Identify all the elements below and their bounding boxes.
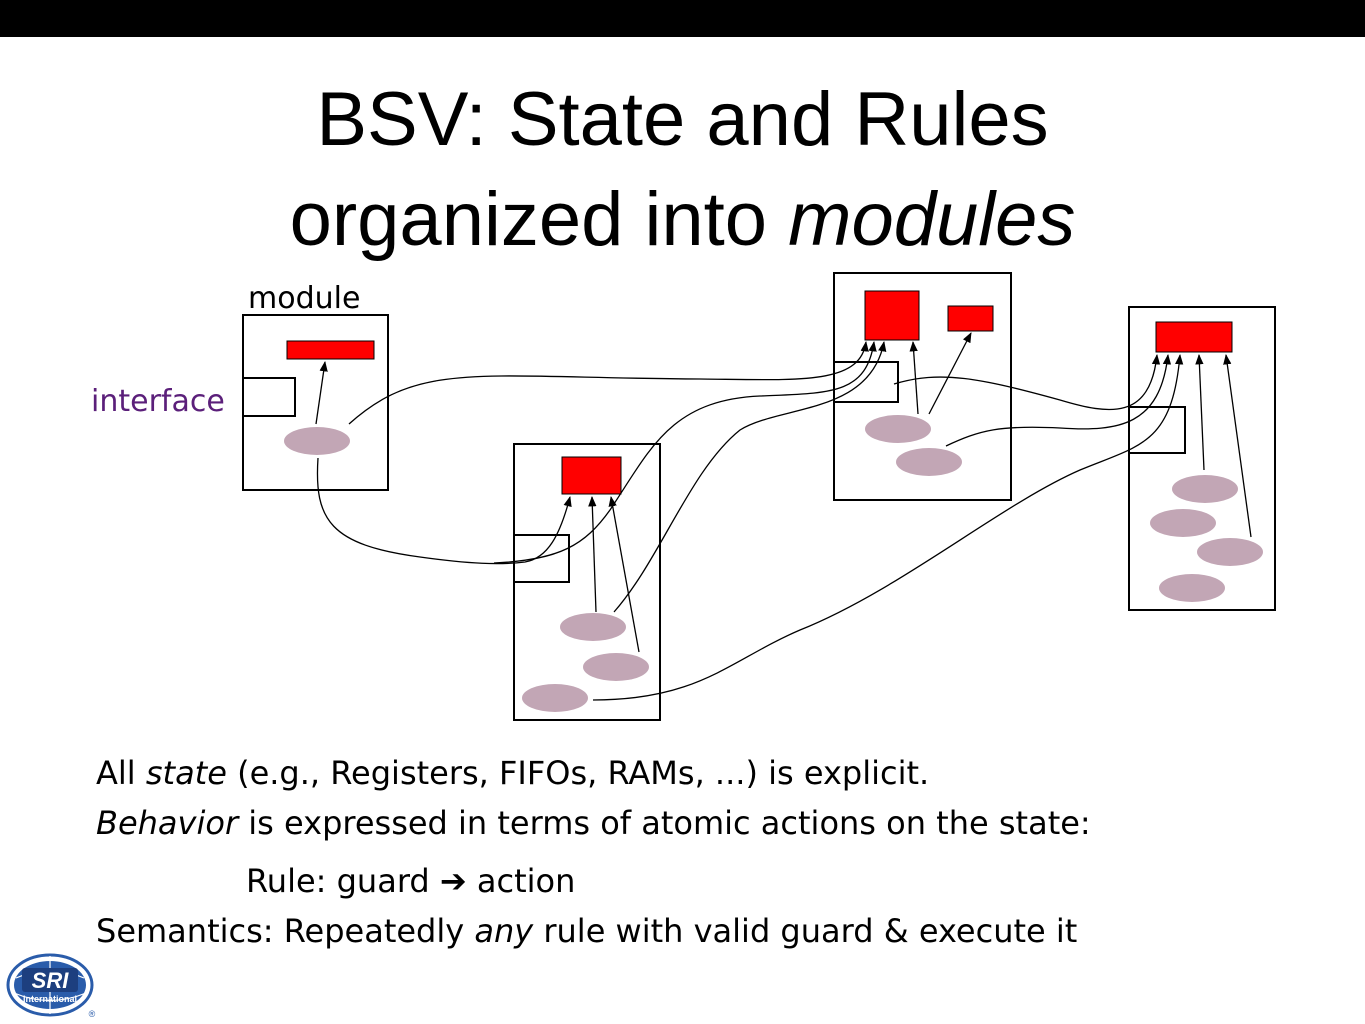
- module-4-rule-2: [1150, 509, 1216, 537]
- sri-logo: SRI International ®: [6, 953, 96, 1019]
- module-3-rule-1: [865, 415, 931, 443]
- title-line-2-prefix: organized into: [289, 177, 789, 262]
- module-4-box: [1128, 306, 1276, 611]
- module-2-state: [561, 456, 622, 495]
- body-line-4-post: rule with valid guard & execute it: [533, 912, 1078, 950]
- module-4-rule-3: [1197, 538, 1263, 566]
- module-1: [242, 314, 389, 491]
- body-line-2-post: is expressed in terms of atomic actions …: [238, 804, 1091, 842]
- top-bar: [0, 0, 1365, 37]
- conn-m3-rule1-state2: [928, 332, 972, 415]
- title-line-2: organized into modules: [0, 170, 1365, 270]
- body-line-3: Rule: guard ➔ action: [246, 862, 575, 900]
- module-2-rule-2: [583, 653, 649, 681]
- conn-m3-to-m4-a: [893, 353, 1161, 411]
- body-line-3-pre: Rule: guard: [246, 862, 440, 900]
- interface-label: interface: [91, 384, 225, 419]
- module-4-rule-4: [1159, 574, 1225, 602]
- body-line-1-emphasis: state: [145, 754, 227, 792]
- module-4-interface: [1128, 406, 1186, 454]
- slide-title: BSV: State and Rules organized into modu…: [0, 70, 1365, 270]
- module-3-rule-2: [896, 448, 962, 476]
- body-line-4-emphasis: any: [474, 912, 534, 950]
- body-line-4-pre: Semantics: Repeatedly: [96, 912, 475, 950]
- title-line-1: BSV: State and Rules: [316, 77, 1049, 162]
- conn-m2-to-m4: [592, 353, 1184, 701]
- module-3-state-2: [947, 305, 994, 332]
- svg-text:®: ®: [89, 1009, 96, 1019]
- body-line-2: Behavior is expressed in terms of atomic…: [96, 804, 1091, 842]
- module-2-interface: [513, 534, 570, 583]
- connections: [315, 332, 1252, 701]
- conn-m3-to-m4-b: [945, 353, 1172, 447]
- module-3-state-1: [864, 290, 920, 341]
- conn-m2-to-m3-a: [493, 340, 877, 564]
- conn-m3-rule1-state1: [909, 340, 919, 415]
- module-2: [513, 443, 661, 721]
- module-1-state: [286, 340, 375, 360]
- conn-m4-rule1-state: [1195, 353, 1205, 471]
- conn-m1-rule-to-state: [315, 360, 328, 425]
- module-label: module: [248, 281, 361, 316]
- module-1-interface: [242, 377, 296, 417]
- conn-m2-to-m3-b: [613, 340, 887, 613]
- body-line-4: Semantics: Repeatedly any rule with vali…: [96, 912, 1077, 950]
- body-line-1-post: (e.g., Registers, FIFOs, RAMs, ...) is e…: [226, 754, 930, 792]
- conn-m4-rule3-state: [1223, 353, 1252, 538]
- conn-m2-rule1-state: [588, 495, 597, 613]
- right-arrow-icon: ➔: [439, 862, 467, 900]
- module-3-interface: [833, 361, 899, 403]
- body-line-1-pre: All: [96, 754, 146, 792]
- module-1-rule-1: [284, 427, 350, 455]
- conn-m1-to-m3: [348, 340, 869, 425]
- title-line-2-emphasis: modules: [788, 177, 1076, 262]
- svg-text:International: International: [23, 994, 77, 1004]
- body-line-3-post: action: [466, 862, 576, 900]
- module-3: [833, 272, 1012, 501]
- module-2-rule-1: [560, 613, 626, 641]
- body-line-1: All state (e.g., Registers, FIFOs, RAMs,…: [96, 754, 929, 792]
- module-4-rule-1: [1172, 475, 1238, 503]
- module-4: [1128, 306, 1276, 611]
- module-4-state: [1155, 321, 1233, 353]
- module-2-rule-3: [522, 684, 588, 712]
- body-line-2-emphasis: Behavior: [96, 804, 239, 842]
- conn-m2-rule2-state: [608, 495, 640, 653]
- svg-text:SRI: SRI: [32, 968, 70, 993]
- conn-m1-to-m2: [316, 457, 572, 565]
